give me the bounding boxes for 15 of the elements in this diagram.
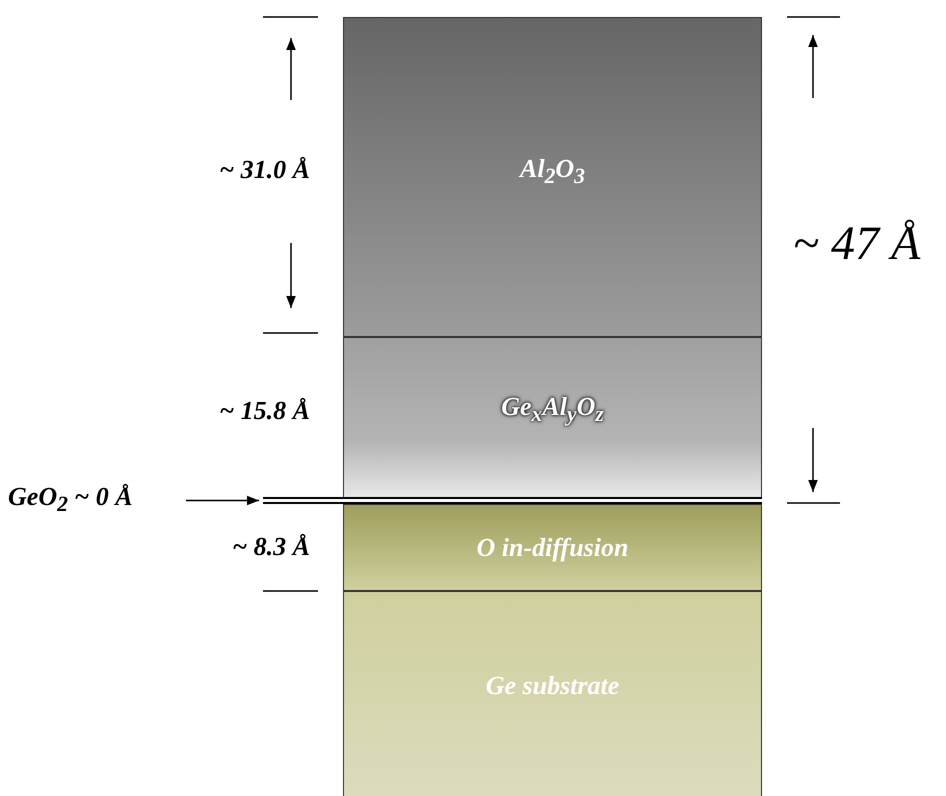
dimension-label: ~ 15.8 Å	[219, 396, 310, 426]
dimension-label: ~ 47 Å	[793, 216, 920, 271]
interlayer	[343, 337, 762, 498]
arrow	[186, 496, 259, 506]
layer-label: GeO$_{2}$ ~ 0 Å	[8, 482, 133, 518]
oxide-layer	[343, 17, 762, 337]
layer-name: O in-diffusion	[476, 532, 628, 562]
layer-bar	[263, 497, 762, 504]
substrate-layer	[343, 591, 762, 796]
dimension-label: ~ 31.0 Å	[219, 155, 310, 185]
layer-name: Ge$_{x}$Al$_{y}$O$_{z}$	[501, 392, 604, 428]
dimension-label: ~ 8.3 Å	[232, 532, 310, 562]
diffusion-layer	[343, 504, 762, 591]
layer-name: Al$_{2}$O$_{3}$	[520, 154, 585, 190]
layer-name: Ge substrate	[486, 671, 620, 701]
